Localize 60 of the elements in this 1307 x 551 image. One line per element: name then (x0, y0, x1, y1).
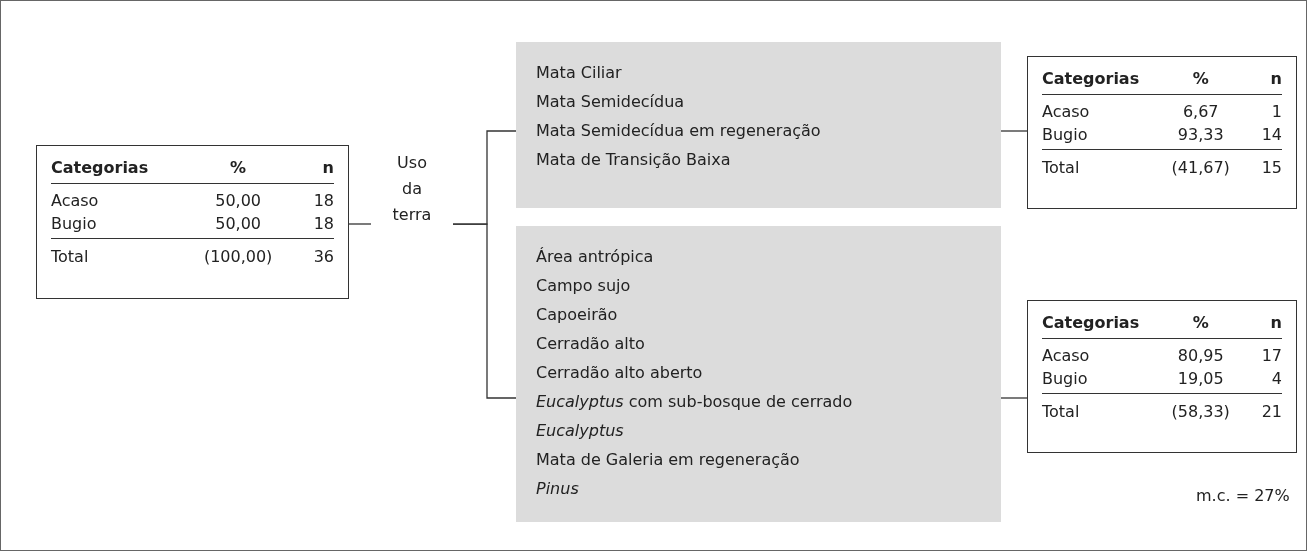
category-item: Área antrópica (536, 246, 655, 268)
category-item: Eucalyptus com sub-bosque de cerrado (536, 391, 854, 413)
category-item: Eucalyptus (536, 420, 625, 442)
column-header: n (1243, 311, 1282, 339)
category-item: Campo sujo (536, 275, 632, 297)
table-cell-text: 18 (312, 213, 334, 234)
column-header: Categorias (1042, 67, 1159, 95)
table-cell-text: Acaso (1042, 345, 1091, 366)
table-cell-text: Bugio (51, 213, 98, 234)
table-cell: 15 (1243, 149, 1282, 179)
connector-line (452, 223, 517, 399)
category-item: Mata Semidecídua (536, 91, 686, 113)
column-header: Categorias (1042, 311, 1159, 339)
category-item: Mata de Transição Baixa (536, 149, 732, 171)
table-cell-text: 50,00 (214, 190, 263, 211)
table-cell-text: 80,95 (1176, 345, 1225, 366)
category-item: Capoeirão (536, 304, 619, 326)
column-header: n (288, 156, 334, 184)
table-cell-text: 19,05 (1176, 368, 1225, 389)
table-cell-text: 4 (1270, 368, 1282, 389)
table-cell: 21 (1243, 393, 1282, 423)
table-cell: (58,33) (1158, 393, 1244, 423)
column-header: % (1158, 67, 1244, 95)
table-cell-text: 50,00 (214, 213, 263, 234)
table-cell-text: 1 (1270, 101, 1282, 122)
node-label: Uso da terra (391, 152, 433, 226)
table-cell: Total (51, 238, 188, 268)
table-cell: (41,67) (1158, 149, 1244, 179)
table-cell-text: 14 (1260, 124, 1282, 145)
table-cell-text: 93,33 (1176, 124, 1225, 145)
category-box (516, 226, 1001, 522)
table-cell: Total (1042, 393, 1159, 423)
category-item: Mata de Galeria em regeneração (536, 449, 801, 471)
table-cell-text: 17 (1260, 345, 1282, 366)
column-header: % (1158, 311, 1244, 339)
table-cell-text: 18 (312, 190, 334, 211)
table-cell: (100,00) (187, 238, 289, 268)
category-item: Cerradão alto aberto (536, 362, 704, 384)
column-header: n (1243, 67, 1282, 95)
column-header: Categorias (51, 156, 188, 184)
data-table (1027, 56, 1297, 209)
category-item: Mata Ciliar (536, 62, 623, 84)
table-cell: 36 (288, 238, 334, 268)
table-cell: Total (1042, 149, 1159, 179)
data-table (1027, 300, 1297, 453)
category-item: Mata Semidecídua em regeneração (536, 120, 822, 142)
table-cell-text: Acaso (1042, 101, 1091, 122)
table-cell-text: 6,67 (1181, 101, 1220, 122)
category-box (516, 42, 1001, 208)
connector-line (348, 223, 372, 225)
table-cell-text: Acaso (51, 190, 100, 211)
category-item: Pinus (536, 478, 580, 500)
table-cell-text: Bugio (1042, 124, 1089, 145)
note-text: m.c. = 27% (1196, 486, 1291, 507)
connector-line (1000, 397, 1028, 399)
category-item: Cerradão alto (536, 333, 646, 355)
column-header: % (187, 156, 289, 184)
connector-line (1000, 130, 1028, 132)
table-cell-text: Bugio (1042, 368, 1089, 389)
data-table (36, 145, 349, 299)
